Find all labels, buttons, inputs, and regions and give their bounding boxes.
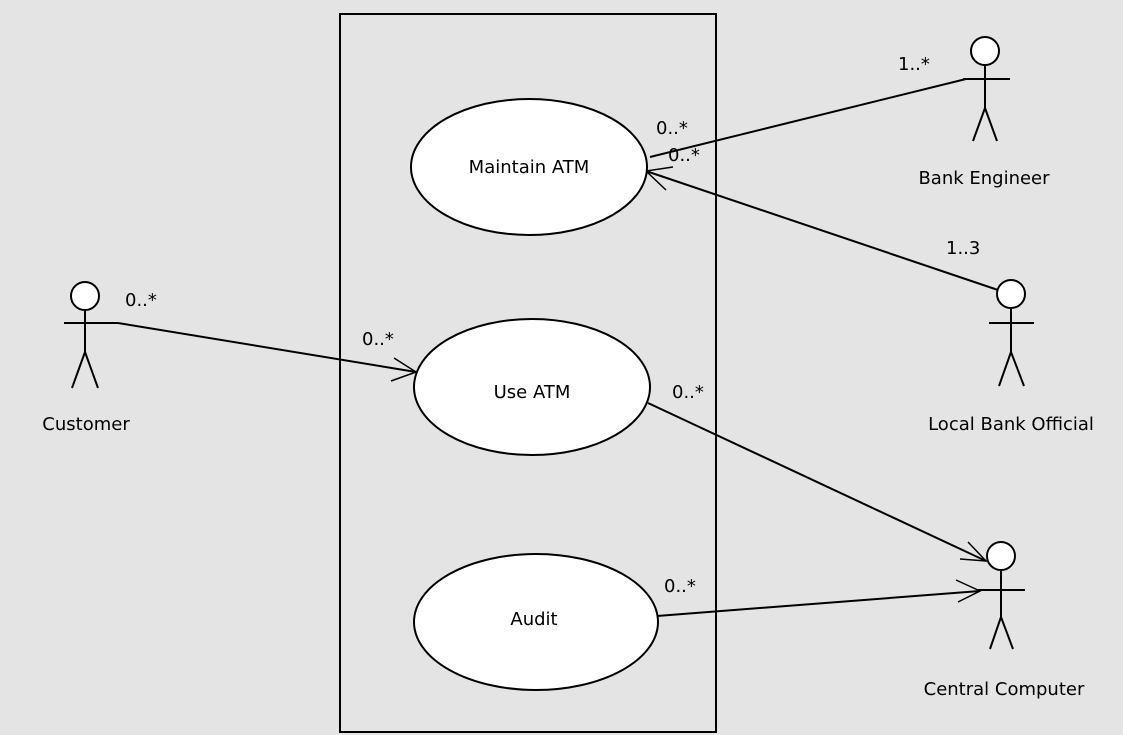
association-bank-engineer-maintain-atm (649, 78, 967, 158)
actor-bank-engineer[interactable]: Bank Engineer (918, 36, 1050, 189)
association-use-atm-central-computer (647, 402, 988, 562)
multiplicity-use-atm-customer-end: 0..* (362, 329, 394, 350)
actor-bank-engineer-label: Bank Engineer (918, 168, 1050, 189)
multiplicity-audit-central-end: 0..* (664, 576, 696, 597)
multiplicity-local-official-end: 1..3 (946, 238, 980, 259)
usecase-maintain-atm[interactable]: Maintain ATM (410, 98, 648, 236)
multiplicity-maintain-engineer-end: 0..* (656, 118, 688, 139)
usecase-audit[interactable]: Audit (413, 553, 659, 691)
system-boundary (339, 13, 717, 733)
actor-customer-label: Customer (42, 414, 130, 435)
arrowhead (959, 541, 988, 562)
multiplicity-customer-end: 0..* (125, 290, 157, 311)
actor-local-bank-official-label: Local Bank Official (928, 414, 1094, 435)
multiplicity-use-atm-central-end: 0..* (672, 382, 704, 403)
actor-central-computer-label: Central Computer (924, 679, 1085, 700)
usecase-maintain-atm-label: Maintain ATM (469, 157, 590, 178)
usecase-audit-label: Audit (510, 609, 557, 630)
actor-central-computer[interactable]: Central Computer (924, 541, 1085, 700)
association-audit-central-computer (656, 579, 982, 617)
actor-local-bank-official[interactable]: Local Bank Official (928, 279, 1094, 435)
usecase-use-atm[interactable]: Use ATM (413, 318, 651, 456)
multiplicity-maintain-official-end: 0..* (668, 145, 700, 166)
multiplicity-bank-engineer-end: 1..* (898, 54, 930, 75)
actor-customer[interactable]: Customer (42, 281, 130, 435)
usecase-use-atm-label: Use ATM (494, 382, 571, 403)
